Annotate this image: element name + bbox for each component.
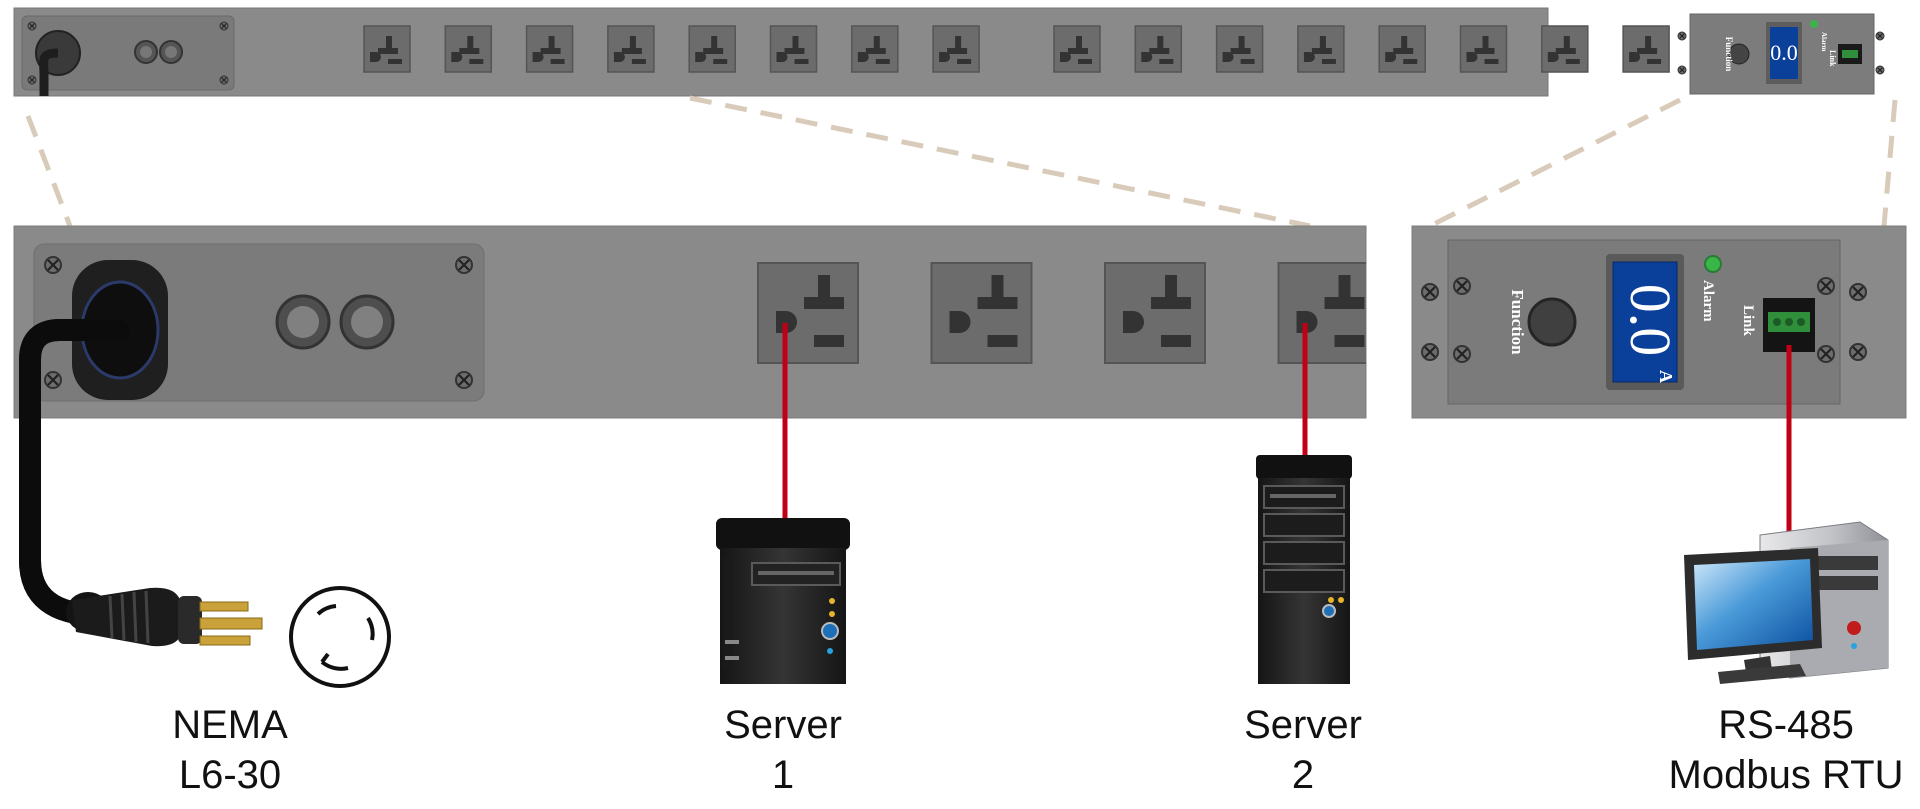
outlet-icon <box>1134 25 1183 73</box>
outlet-icon <box>1622 25 1670 73</box>
label-server2-line1: Server <box>1244 703 1362 747</box>
outlet-icon <box>1541 25 1589 73</box>
label-nema-l6-30: NEMA L6-30 <box>80 700 380 800</box>
mini-function-label: Function <box>1724 37 1734 72</box>
desktop-computer-icon <box>1684 521 1889 684</box>
label-rs485-modbus: RS-485 Modbus RTU <box>1636 700 1920 800</box>
function-label: Function <box>1508 289 1527 355</box>
cables <box>19 319 1792 626</box>
zoom-indicator-lines <box>25 95 1898 229</box>
outlet-icon <box>1459 25 1508 73</box>
outlet-icon <box>688 25 736 73</box>
monitor-icon <box>1684 548 1822 684</box>
mini-alarm-label: Alarm <box>1820 32 1828 52</box>
label-server2-line2: 2 <box>1291 753 1315 797</box>
label-rs485-line1: RS-485 <box>1718 703 1854 747</box>
mini-link-label: Link <box>1828 50 1837 67</box>
outlet-icon <box>607 25 655 73</box>
outlet-icon <box>363 25 411 73</box>
label-server1-line1: Server <box>724 703 842 747</box>
outlet-icon <box>932 25 980 73</box>
label-nema-line1: NEMA <box>172 703 288 747</box>
lcd-value: 0.0 <box>1618 284 1683 357</box>
plug-icon <box>66 586 391 688</box>
label-rs485-line2: Modbus RTU <box>1668 753 1904 797</box>
outlet-icon <box>1297 25 1345 73</box>
function-button <box>1527 297 1577 347</box>
server-tower-icon <box>1256 455 1352 684</box>
label-server1-line2: 1 <box>771 753 795 797</box>
alarm-led <box>1704 255 1722 273</box>
label-server-1: Server 1 <box>633 700 933 800</box>
l6-30-receptacle-face <box>289 586 391 688</box>
mini-lcd-value: 0.0 <box>1770 40 1798 65</box>
outlet-icon <box>1215 25 1264 73</box>
outlet-icon <box>1378 25 1426 73</box>
label-nema-line2: L6-30 <box>178 753 282 797</box>
outlet-icon <box>930 262 1033 364</box>
outlet-icon <box>525 25 574 73</box>
alarm-label: Alarm <box>1700 280 1716 322</box>
link-label: Link <box>1740 305 1756 337</box>
outlet-icon <box>851 25 899 73</box>
outlet-icon <box>757 262 859 364</box>
outlet-icon <box>1104 262 1206 364</box>
server-tower-icon <box>716 518 850 684</box>
pdu-detail-meter-section: Function 0.0 A Alarm Link <box>1411 225 1907 419</box>
pdu-detail-inlet-section <box>13 225 1367 419</box>
screw-icon <box>43 255 63 275</box>
lcd-display: 0.0 A <box>1618 284 1683 383</box>
label-server-2: Server 2 <box>1153 700 1453 800</box>
outlet-icon <box>1277 262 1366 364</box>
pdu-strip-overview: Function 0.0 Alarm Link <box>13 7 1885 97</box>
outlet-icon <box>769 25 818 73</box>
outlet-icon <box>1053 25 1101 73</box>
lcd-unit: A <box>1656 370 1676 383</box>
outlet-icon <box>444 25 493 73</box>
